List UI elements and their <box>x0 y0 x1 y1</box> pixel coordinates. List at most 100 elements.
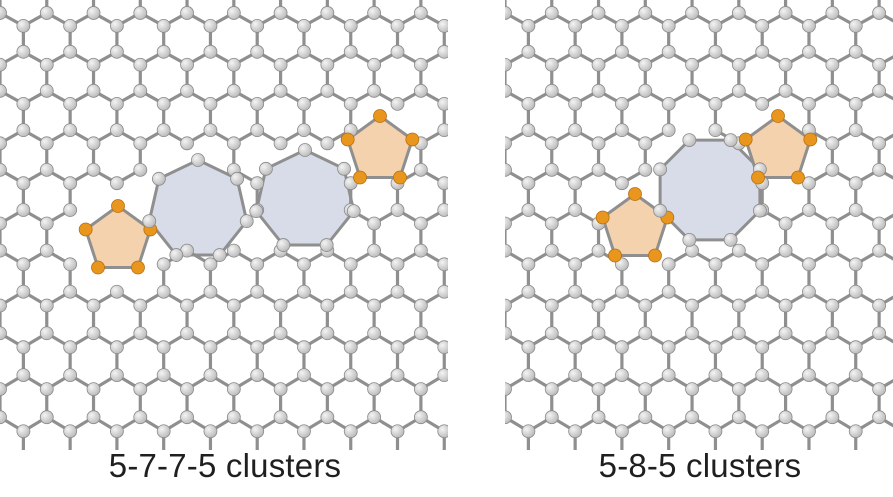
carbon-atom <box>708 284 723 299</box>
carbon-atom <box>661 18 676 33</box>
carbon-atom <box>437 424 448 439</box>
carbon-atom <box>250 424 265 439</box>
carbon-atom <box>180 410 194 425</box>
carbon-atom <box>778 216 793 231</box>
carbon-atom <box>521 123 536 138</box>
carbon-atom <box>661 368 676 383</box>
carbon-atom <box>505 57 512 72</box>
carbon-atom <box>320 326 335 341</box>
carbon-atom <box>203 123 218 138</box>
carbon-atom <box>615 96 629 111</box>
carbon-atom <box>298 143 312 157</box>
carbon-atom <box>755 424 770 439</box>
carbon-atom <box>802 340 816 355</box>
carbon-atom <box>180 136 194 151</box>
carbon-atom <box>848 176 863 191</box>
carbon-atom <box>203 18 218 33</box>
carbon-atom <box>226 243 241 258</box>
carbon-atom <box>297 340 311 355</box>
carbon-atom <box>39 136 54 151</box>
carbon-atom <box>755 18 770 33</box>
carbon-atom <box>505 6 512 20</box>
carbon-atom <box>591 57 606 72</box>
carbon-atom <box>848 123 863 138</box>
carbon-atom <box>156 284 171 299</box>
carbon-atom <box>203 284 218 299</box>
carbon-atom <box>848 96 863 111</box>
carbon-atom <box>169 248 184 262</box>
carbon-atom <box>521 368 536 383</box>
carbon-atom <box>685 326 699 341</box>
carbon-atom <box>0 136 7 151</box>
carbon-atom <box>86 57 101 72</box>
defect-ring-fills <box>600 114 813 258</box>
carbon-atom <box>661 123 676 138</box>
carbon-atom <box>521 44 536 59</box>
carbon-atom <box>591 83 606 98</box>
carbon-atom <box>638 83 653 98</box>
carbon-atom <box>413 326 428 341</box>
carbon-atom <box>825 243 840 258</box>
carbon-atom <box>872 298 887 313</box>
carbon-atom <box>226 83 241 98</box>
carbon-atom <box>544 326 559 341</box>
carbon-atom <box>297 96 311 111</box>
pentagon-ring <box>600 192 670 258</box>
carbon-atom <box>802 284 816 299</box>
carbon-atom <box>685 83 699 98</box>
carbon-atom <box>505 243 512 258</box>
carbon-atom <box>390 203 405 217</box>
carbon-atom <box>778 382 793 397</box>
carbon-atom <box>39 57 54 72</box>
carbon-atom <box>110 96 124 111</box>
carbon-atom <box>203 368 218 383</box>
carbon-atom <box>615 123 629 138</box>
carbon-atom <box>250 257 265 272</box>
carbon-atom <box>661 44 676 59</box>
carbon-atom <box>63 424 78 439</box>
carbon-atom <box>638 326 653 341</box>
defect-atom <box>373 109 387 123</box>
carbon-atom <box>615 424 629 439</box>
carbon-atom <box>731 410 746 425</box>
carbon-atom <box>0 83 7 98</box>
carbon-atom <box>390 424 405 439</box>
carbon-atom <box>544 298 559 313</box>
carbon-atom <box>297 368 311 383</box>
carbon-atom <box>825 382 840 397</box>
carbon-atom <box>110 44 124 59</box>
carbon-atom <box>250 44 265 59</box>
carbon-atom <box>521 96 536 111</box>
carbon-atom <box>685 410 699 425</box>
carbon-atom <box>615 368 629 383</box>
carbon-atom <box>152 171 166 186</box>
carbon-atom <box>731 382 746 397</box>
carbon-atom <box>778 83 793 98</box>
carbon-atom <box>297 18 311 33</box>
carbon-atom <box>505 298 512 313</box>
carbon-atom <box>872 6 887 20</box>
carbon-atom <box>638 162 653 177</box>
carbon-atom <box>802 44 816 59</box>
carbon-atom <box>591 162 606 177</box>
carbon-atom <box>521 424 536 439</box>
carbon-atom <box>203 340 218 355</box>
carbon-atom <box>505 136 512 151</box>
carbon-atom <box>226 410 241 425</box>
carbon-atom <box>802 424 816 439</box>
carbon-atom <box>682 133 697 148</box>
carbon-atom <box>437 96 448 111</box>
carbon-atom <box>752 203 767 218</box>
carbon-atom <box>273 298 288 313</box>
carbon-atom <box>276 238 291 252</box>
carbon-atom <box>544 410 559 425</box>
carbon-atom <box>239 214 254 229</box>
carbon-atom <box>413 382 428 397</box>
carbon-atom <box>544 6 559 20</box>
octagon-ring <box>658 138 762 242</box>
carbon-atom <box>615 18 629 33</box>
carbon-atom <box>755 340 770 355</box>
carbon-atom <box>825 83 840 98</box>
carbon-atom <box>337 161 351 176</box>
carbon-atom <box>367 57 382 72</box>
